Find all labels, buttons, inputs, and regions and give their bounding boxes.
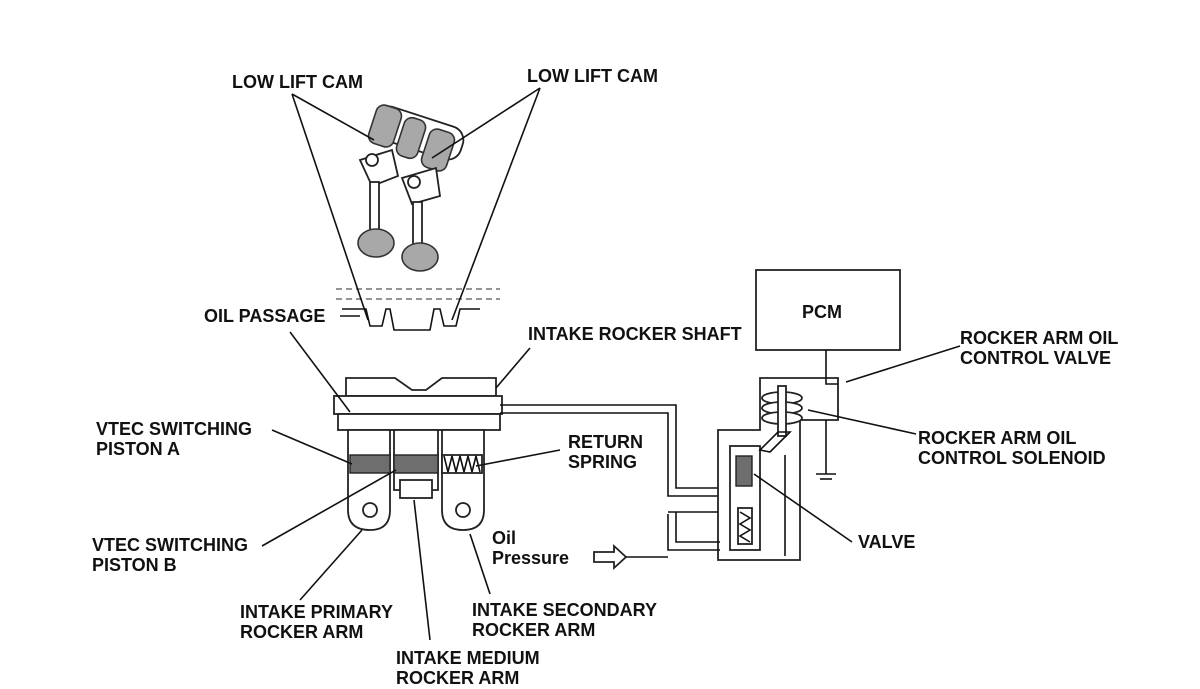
oil-line-upper — [500, 404, 718, 489]
label-oil-passage: OIL PASSAGE — [204, 306, 325, 326]
adjuster-right — [407, 175, 421, 189]
label-oil-pressure-line1: Oil — [492, 528, 516, 548]
oil-passage-outline — [342, 308, 480, 331]
label-primary-line1: INTAKE PRIMARY — [240, 602, 393, 622]
valve-stem-right — [412, 201, 423, 247]
primary-arm-pivot — [362, 502, 378, 518]
label-primary-line2: ROCKER ARM — [240, 622, 363, 642]
secondary-arm-pivot — [455, 502, 471, 518]
pcm-label: PCM — [802, 302, 842, 322]
label-secondary-line1: INTAKE SECONDARY — [472, 600, 657, 620]
label-control-valve-line1: ROCKER ARM OIL — [960, 328, 1118, 348]
cam-rocker-left — [358, 148, 400, 188]
camshaft-assembly — [357, 104, 465, 272]
vtec-piston-a — [349, 454, 391, 474]
rocker-arm-assembly — [333, 377, 503, 531]
leader-lines — [261, 87, 961, 641]
oil-pressure-arrow-icon — [593, 543, 628, 571]
label-return-spring-line2: SPRING — [568, 452, 637, 472]
label-low-lift-cam-right: LOW LIFT CAM — [527, 66, 658, 86]
return-spring-coil — [443, 455, 481, 473]
label-piston-b-line1: VTEC SWITCHING — [92, 535, 248, 555]
valve-head-right — [401, 242, 439, 272]
valve-spring — [738, 511, 752, 543]
intake-rocker-shaft — [333, 395, 503, 415]
label-intake-rocker-shaft: INTAKE ROCKER SHAFT — [528, 324, 742, 344]
label-medium-line1: INTAKE MEDIUM — [396, 648, 540, 668]
rocker-arm-oil-control-valve — [717, 377, 839, 561]
label-control-valve-line2: CONTROL VALVE — [960, 348, 1111, 368]
label-control-solenoid-line2: CONTROL SOLENOID — [918, 448, 1106, 468]
valve-stem-left — [369, 181, 380, 233]
oil-line-lower — [675, 512, 720, 543]
label-oil-pressure-line2: Pressure — [492, 548, 569, 568]
medium-arm-roller — [399, 479, 433, 499]
label-medium-line2: ROCKER ARM — [396, 668, 519, 688]
adjuster-left — [365, 153, 379, 167]
oil-line-lower-inner — [667, 514, 720, 551]
valve-spool — [735, 455, 753, 487]
cam-lobe-left — [367, 104, 403, 148]
rocker-housing-top — [345, 377, 497, 397]
cam-lobe-center — [395, 116, 427, 160]
solenoid-plunger — [777, 385, 787, 437]
label-low-lift-cam-left: LOW LIFT CAM — [232, 72, 363, 92]
solenoid-port — [758, 431, 792, 453]
valve-head-left — [357, 228, 395, 258]
label-valve: VALVE — [858, 532, 915, 552]
vtec-piston-b — [393, 454, 439, 474]
label-control-solenoid-line1: ROCKER ARM OIL — [918, 428, 1076, 448]
label-return-spring-line1: RETURN — [568, 432, 643, 452]
rocker-shaft-lower — [337, 413, 501, 431]
oil-line-upper-inner — [500, 412, 718, 497]
cam-rocker-right — [400, 166, 442, 206]
label-piston-a-line1: VTEC SWITCHING — [96, 419, 252, 439]
label-secondary-line2: ROCKER ARM — [472, 620, 595, 640]
pcm-box — [755, 269, 901, 351]
label-piston-b-line2: PISTON B — [92, 555, 177, 575]
pcm-wire — [825, 350, 838, 385]
oil-passage-section — [336, 288, 500, 331]
label-piston-a-line2: PISTON A — [96, 439, 180, 459]
